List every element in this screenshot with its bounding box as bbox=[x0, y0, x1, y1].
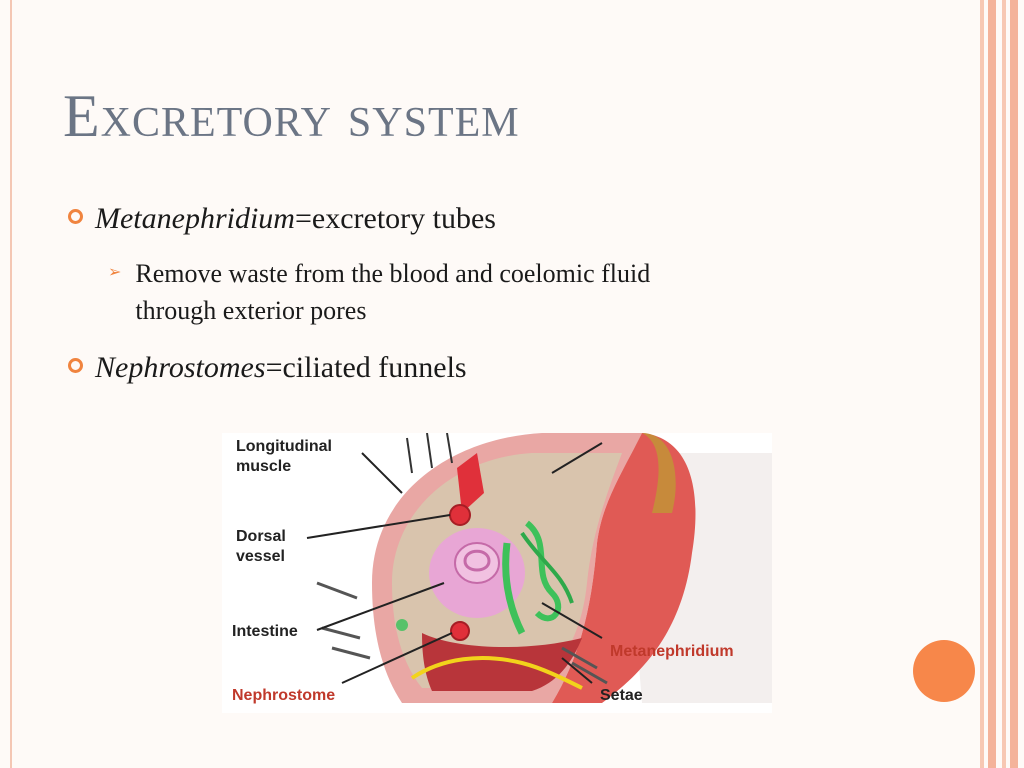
label-dorsal-vessel-2: vessel bbox=[236, 548, 285, 565]
label-metanephridium: Metanephridium bbox=[610, 643, 734, 660]
sub-bullet-remove-waste: ➢ Remove waste from the blood and coelom… bbox=[108, 255, 650, 329]
right-decorative-stripes bbox=[974, 0, 1024, 768]
sub-bullet-line-2: through exterior pores bbox=[135, 296, 367, 325]
label-dorsal-vessel: Dorsal bbox=[236, 528, 286, 545]
earthworm-cross-section-figure: Longitudinal muscle Dorsal vessel Intest… bbox=[222, 433, 772, 713]
sub-bullet-line-1: Remove waste from the blood and coelomic… bbox=[135, 259, 651, 288]
label-intestine: Intestine bbox=[232, 623, 298, 640]
bullet-metanephridium: Metanephridium=excretory tubes bbox=[68, 202, 496, 236]
circle-bullet-icon bbox=[68, 358, 83, 373]
slide-title: Excretory system bbox=[63, 83, 520, 149]
circle-bullet-icon bbox=[68, 209, 83, 224]
left-border-line bbox=[10, 0, 12, 768]
bullet-nephrostomes: Nephrostomes=ciliated funnels bbox=[68, 351, 467, 385]
decorative-orange-circle bbox=[913, 640, 975, 702]
bullet-text: =excretory tubes bbox=[294, 202, 496, 235]
bullet-term: Metanephridium bbox=[95, 202, 295, 235]
bullet-text: =ciliated funnels bbox=[265, 351, 467, 384]
label-longitudinal-muscle: Longitudinal bbox=[236, 438, 332, 455]
label-nephrostome: Nephrostome bbox=[232, 687, 335, 704]
label-setae: Setae bbox=[600, 687, 643, 704]
bullet-term: Nephrostomes bbox=[95, 351, 266, 384]
label-longitudinal-muscle-2: muscle bbox=[236, 458, 291, 475]
arrow-bullet-icon: ➢ bbox=[108, 262, 122, 281]
